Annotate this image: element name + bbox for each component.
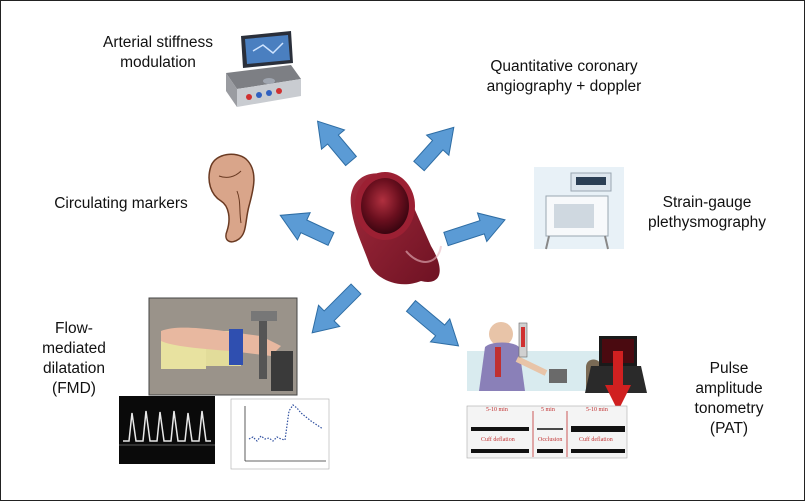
label-arterial-stiffness: Arterial stiffness modulation	[93, 33, 223, 73]
arrow-circulating-icon	[279, 212, 335, 247]
label-fmd: Flow- mediated dilatation (FMD)	[31, 319, 117, 399]
label-pat-line-1: Pulse	[709, 360, 749, 377]
pat-phase-2: Occlusion	[538, 437, 563, 443]
label-coronary-line-2: angiography + doppler	[486, 78, 642, 95]
label-strain-gauge-line-1: Strain-gauge	[662, 194, 752, 211]
arrow-pat-icon	[405, 299, 460, 347]
label-pat-line-4: (PAT)	[709, 420, 749, 437]
arrow-arterial-stiffness-icon	[316, 120, 358, 167]
label-fmd-line-1: Flow-	[55, 320, 93, 337]
pat-device-icon	[467, 322, 647, 411]
pat-timeline-2: 5 min	[541, 407, 555, 413]
label-pat: Pulse amplitude tonometry (PAT)	[679, 359, 779, 439]
fmd-setup-photo-icon	[148, 297, 298, 396]
label-arterial-stiffness-line-1: Arterial stiffness	[103, 34, 213, 51]
arrow-coronary-icon	[413, 126, 455, 172]
label-circulating-markers: Circulating markers	[41, 194, 201, 214]
pat-timeline-1: 5-10 min	[486, 407, 508, 413]
label-fmd-line-3: dilatation	[42, 360, 106, 377]
arrow-strain-gauge-icon	[443, 212, 506, 247]
arm-muscle-icon	[208, 153, 255, 243]
label-circulating-line-1: Circulating markers	[54, 195, 188, 212]
fmd-doppler-trace-icon	[119, 396, 215, 464]
label-fmd-line-4: (FMD)	[52, 380, 96, 397]
label-pat-line-2: amplitude	[695, 380, 763, 397]
arrow-fmd-icon	[311, 283, 362, 334]
label-arterial-stiffness-line-2: modulation	[120, 54, 196, 71]
pat-timeline-3: 5-10 min	[586, 407, 608, 413]
ultrasound-machine-icon	[226, 31, 301, 107]
label-coronary: Quantitative coronary angiography + dopp…	[479, 57, 649, 97]
label-pat-line-3: tonometry	[694, 400, 764, 417]
label-coronary-line-1: Quantitative coronary	[490, 58, 638, 75]
label-strain-gauge: Strain-gauge plethysmography	[637, 193, 777, 233]
pat-phase-3: Cuff deflation	[579, 437, 613, 443]
plethysmograph-device-icon	[534, 167, 624, 250]
label-strain-gauge-line-2: plethysmography	[647, 214, 767, 231]
label-fmd-line-2: mediated	[42, 340, 106, 357]
pat-phase-1: Cuff deflation	[481, 437, 515, 443]
pat-trace-icon	[466, 405, 628, 459]
fmd-diameter-plot-icon	[230, 398, 330, 470]
vessel-cross-section-icon	[350, 172, 442, 285]
